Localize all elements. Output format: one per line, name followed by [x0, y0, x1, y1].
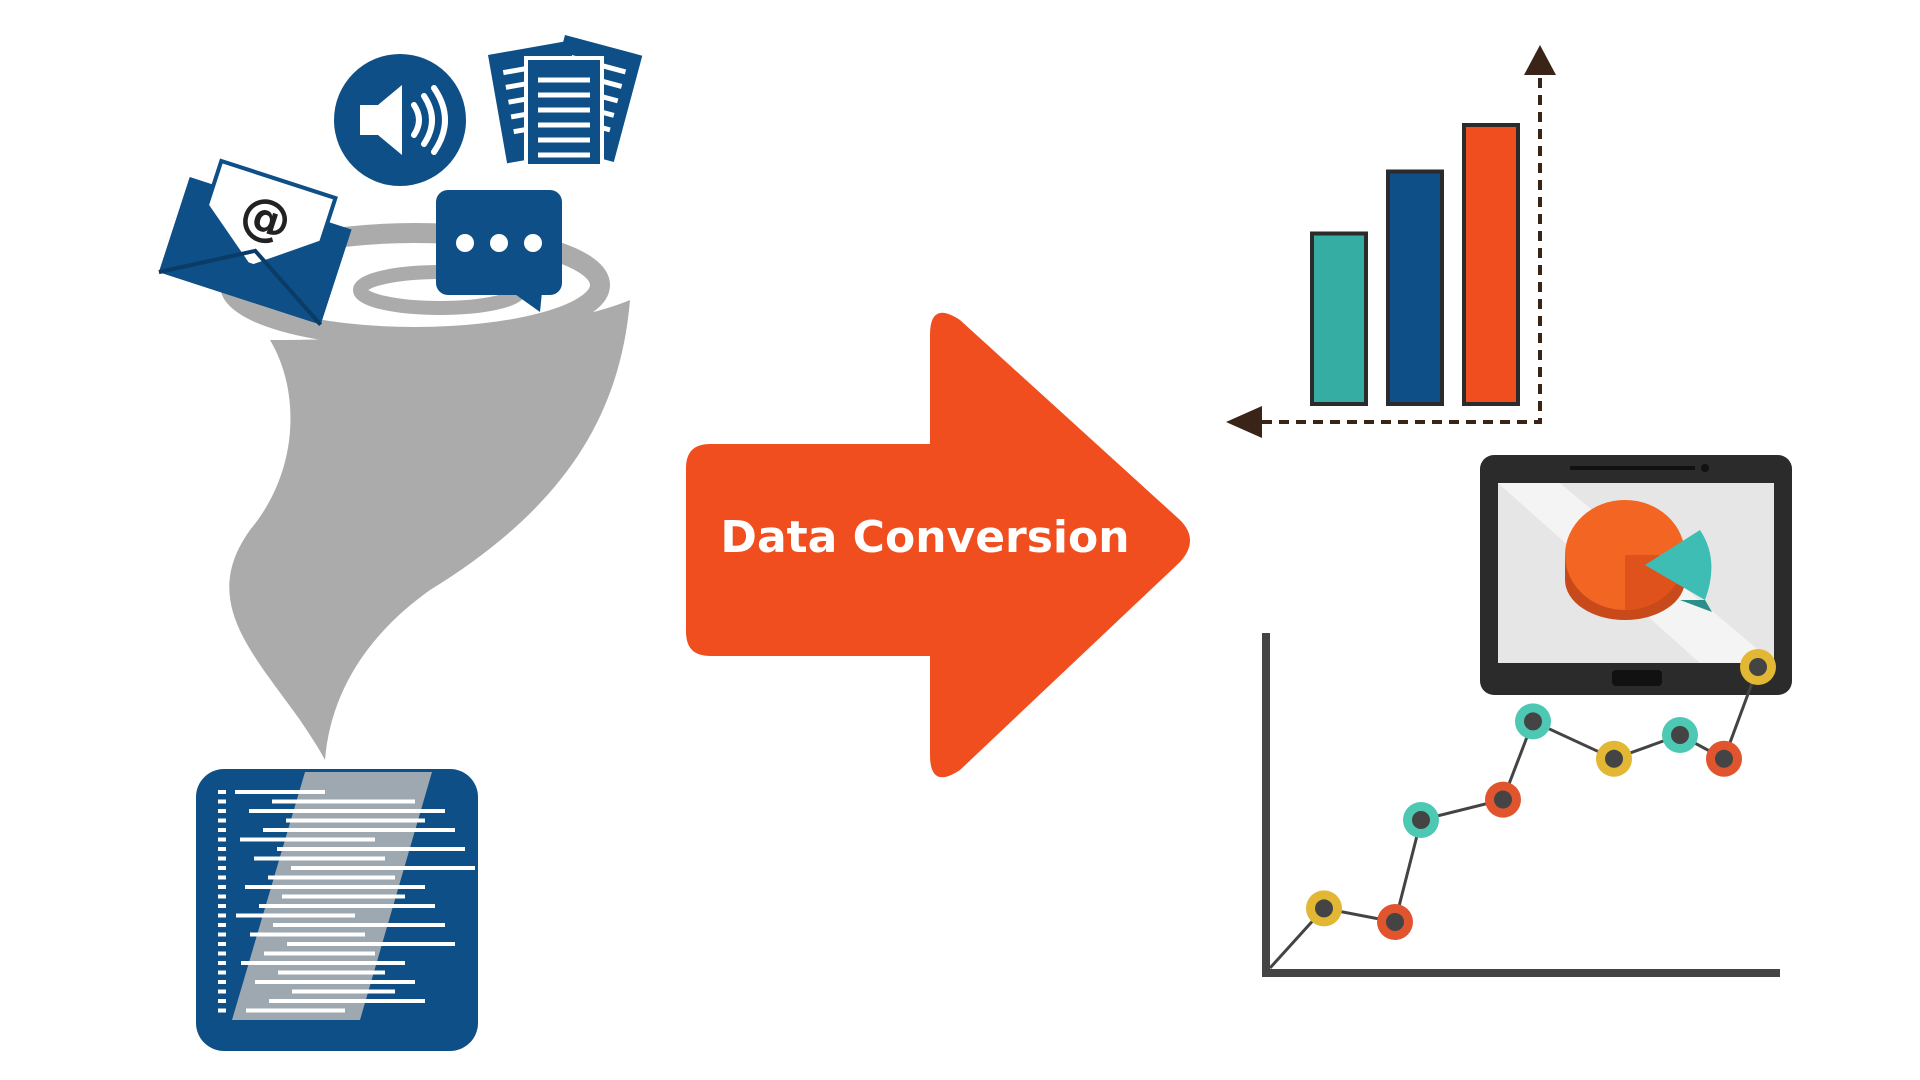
code-line-number — [218, 951, 226, 956]
bar-chart-bars — [1310, 123, 1520, 406]
code-line-number — [218, 866, 226, 870]
tablet-device — [1480, 455, 1792, 695]
code-line — [273, 923, 445, 927]
code-line-number — [218, 790, 226, 794]
tablet-home-button — [1612, 670, 1662, 686]
code-line — [264, 951, 375, 956]
source-code-screen — [196, 769, 478, 1051]
code-line-number — [218, 837, 226, 842]
line-chart-point-center — [1671, 726, 1689, 744]
code-line — [250, 932, 365, 937]
line-chart-point-center — [1524, 712, 1542, 731]
code-line-number — [218, 980, 226, 984]
line-chart-point-center — [1412, 811, 1430, 829]
funnel-body — [229, 300, 631, 760]
code-line — [272, 799, 415, 804]
line-chart-point-center — [1605, 749, 1623, 768]
code-line — [246, 1008, 345, 1013]
code-line-number — [218, 847, 226, 851]
code-line-number — [218, 942, 226, 946]
code-line — [249, 809, 445, 813]
code-line — [269, 999, 425, 1003]
documents-icon — [488, 35, 643, 168]
line-chart-point-center — [1386, 913, 1404, 931]
code-line — [263, 828, 455, 832]
code-line-number — [218, 818, 226, 823]
code-line — [268, 875, 395, 880]
bar-chart-axis — [1262, 68, 1542, 424]
line-chart-axes — [1262, 633, 1780, 977]
code-line — [286, 818, 425, 823]
line-chart-point-center — [1494, 790, 1512, 809]
output-line-chart — [1262, 633, 1780, 977]
code-line — [287, 942, 455, 946]
code-line-number — [218, 999, 226, 1003]
code-line-number — [218, 904, 226, 908]
code-line-number — [218, 932, 226, 937]
pie-chart-icon — [1565, 500, 1712, 620]
code-line — [236, 913, 355, 918]
code-line — [245, 885, 425, 889]
conversion-arrow: Data Conversion — [686, 312, 1190, 778]
code-line-number — [218, 809, 226, 813]
code-line-number — [218, 894, 226, 899]
code-line — [292, 989, 395, 994]
line-chart-points — [1306, 649, 1776, 940]
email-at-icon: @ — [158, 158, 352, 326]
code-line-number — [218, 989, 226, 994]
code-line-number — [218, 856, 226, 861]
code-line-number — [218, 961, 226, 965]
line-chart-point-center — [1715, 749, 1733, 768]
bar-chart-bar — [1462, 123, 1520, 406]
code-line-number — [218, 923, 226, 927]
line-chart-series-line — [1268, 666, 1760, 970]
code-line — [277, 847, 465, 851]
code-line-number — [218, 799, 226, 804]
speaker-icon — [334, 54, 466, 186]
code-line — [278, 970, 385, 975]
code-line-number — [218, 970, 226, 975]
code-line-number — [218, 913, 226, 918]
code-line — [241, 961, 405, 965]
bar-chart-axis-arrow-up — [1524, 45, 1556, 75]
code-line — [240, 837, 375, 842]
code-line — [282, 894, 405, 899]
code-line — [235, 790, 325, 794]
bar-chart-bar — [1386, 169, 1444, 406]
bar-chart-bar — [1310, 231, 1368, 406]
bar-chart-axis-arrow-left — [1226, 406, 1262, 438]
code-lines — [218, 790, 475, 1013]
conversion-arrow-label: Data Conversion — [720, 512, 1129, 563]
code-line-number — [218, 885, 226, 889]
code-line — [255, 980, 415, 984]
code-line — [254, 856, 385, 861]
code-line — [291, 866, 475, 870]
chat-bubble-icon — [436, 190, 562, 312]
conversion-arrow-shape — [686, 312, 1190, 778]
line-chart-point-center — [1315, 899, 1333, 918]
output-bar-chart — [1226, 45, 1556, 438]
code-line — [259, 904, 435, 908]
code-line-number — [218, 828, 226, 832]
code-line-number — [218, 1008, 226, 1013]
code-line-number — [218, 875, 226, 880]
line-chart-point-center — [1749, 658, 1767, 676]
